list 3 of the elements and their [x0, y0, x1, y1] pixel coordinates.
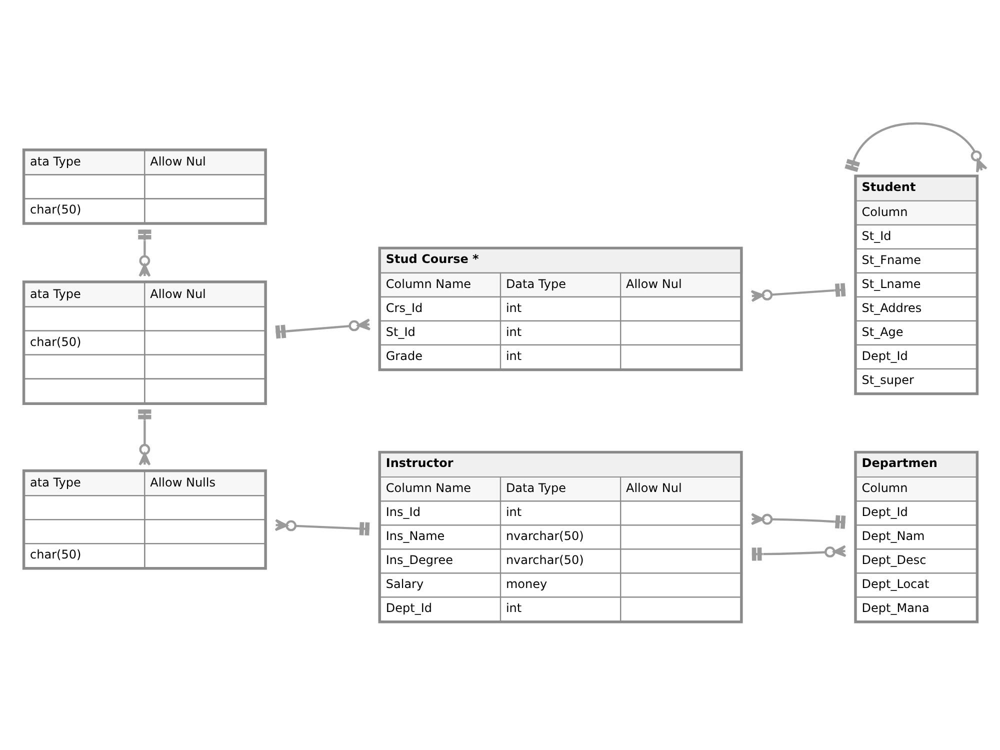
connector — [274, 318, 370, 338]
connector — [138, 229, 151, 277]
connector — [750, 512, 846, 528]
